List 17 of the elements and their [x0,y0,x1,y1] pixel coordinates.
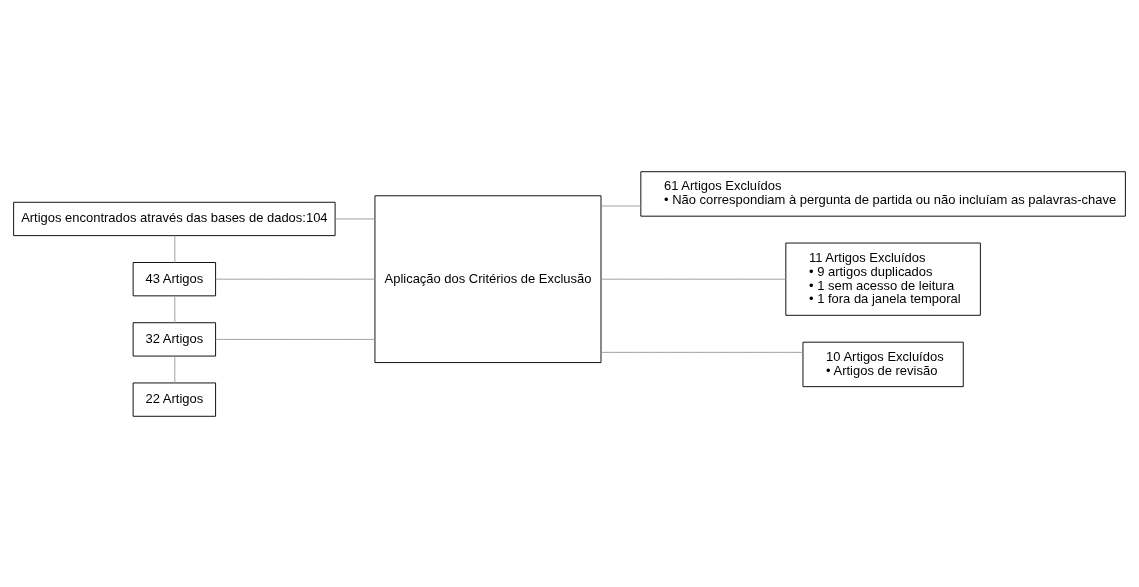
node-box: 32 Artigos [132,321,217,357]
connector [174,295,176,323]
node-box: 61 Artigos Excluídos • Não correspondiam à pergunta de partida ou não incluíam as palavras-chave [640,170,1126,217]
connector [215,278,376,280]
connector [215,338,376,340]
node-box: 10 Artigos Excluídos • Artigos de revisão [802,341,964,387]
node-box: 11 Artigos Excluídos • 9 artigos duplicados • 1 sem acesso de leitura • 1 fora da janela temporal [785,242,981,316]
connector [174,355,176,383]
node-box: Artigos encontrados através das bases de dados:104 [13,201,336,236]
node-box: 43 Artigos [132,261,217,296]
node-box: 22 Artigos [132,381,217,417]
connector [600,205,642,206]
connector [600,278,787,280]
connector [334,218,375,219]
connector [174,234,176,263]
node-box: Aplicação dos Critérios de Exclusão [374,194,602,363]
connector [600,351,804,353]
